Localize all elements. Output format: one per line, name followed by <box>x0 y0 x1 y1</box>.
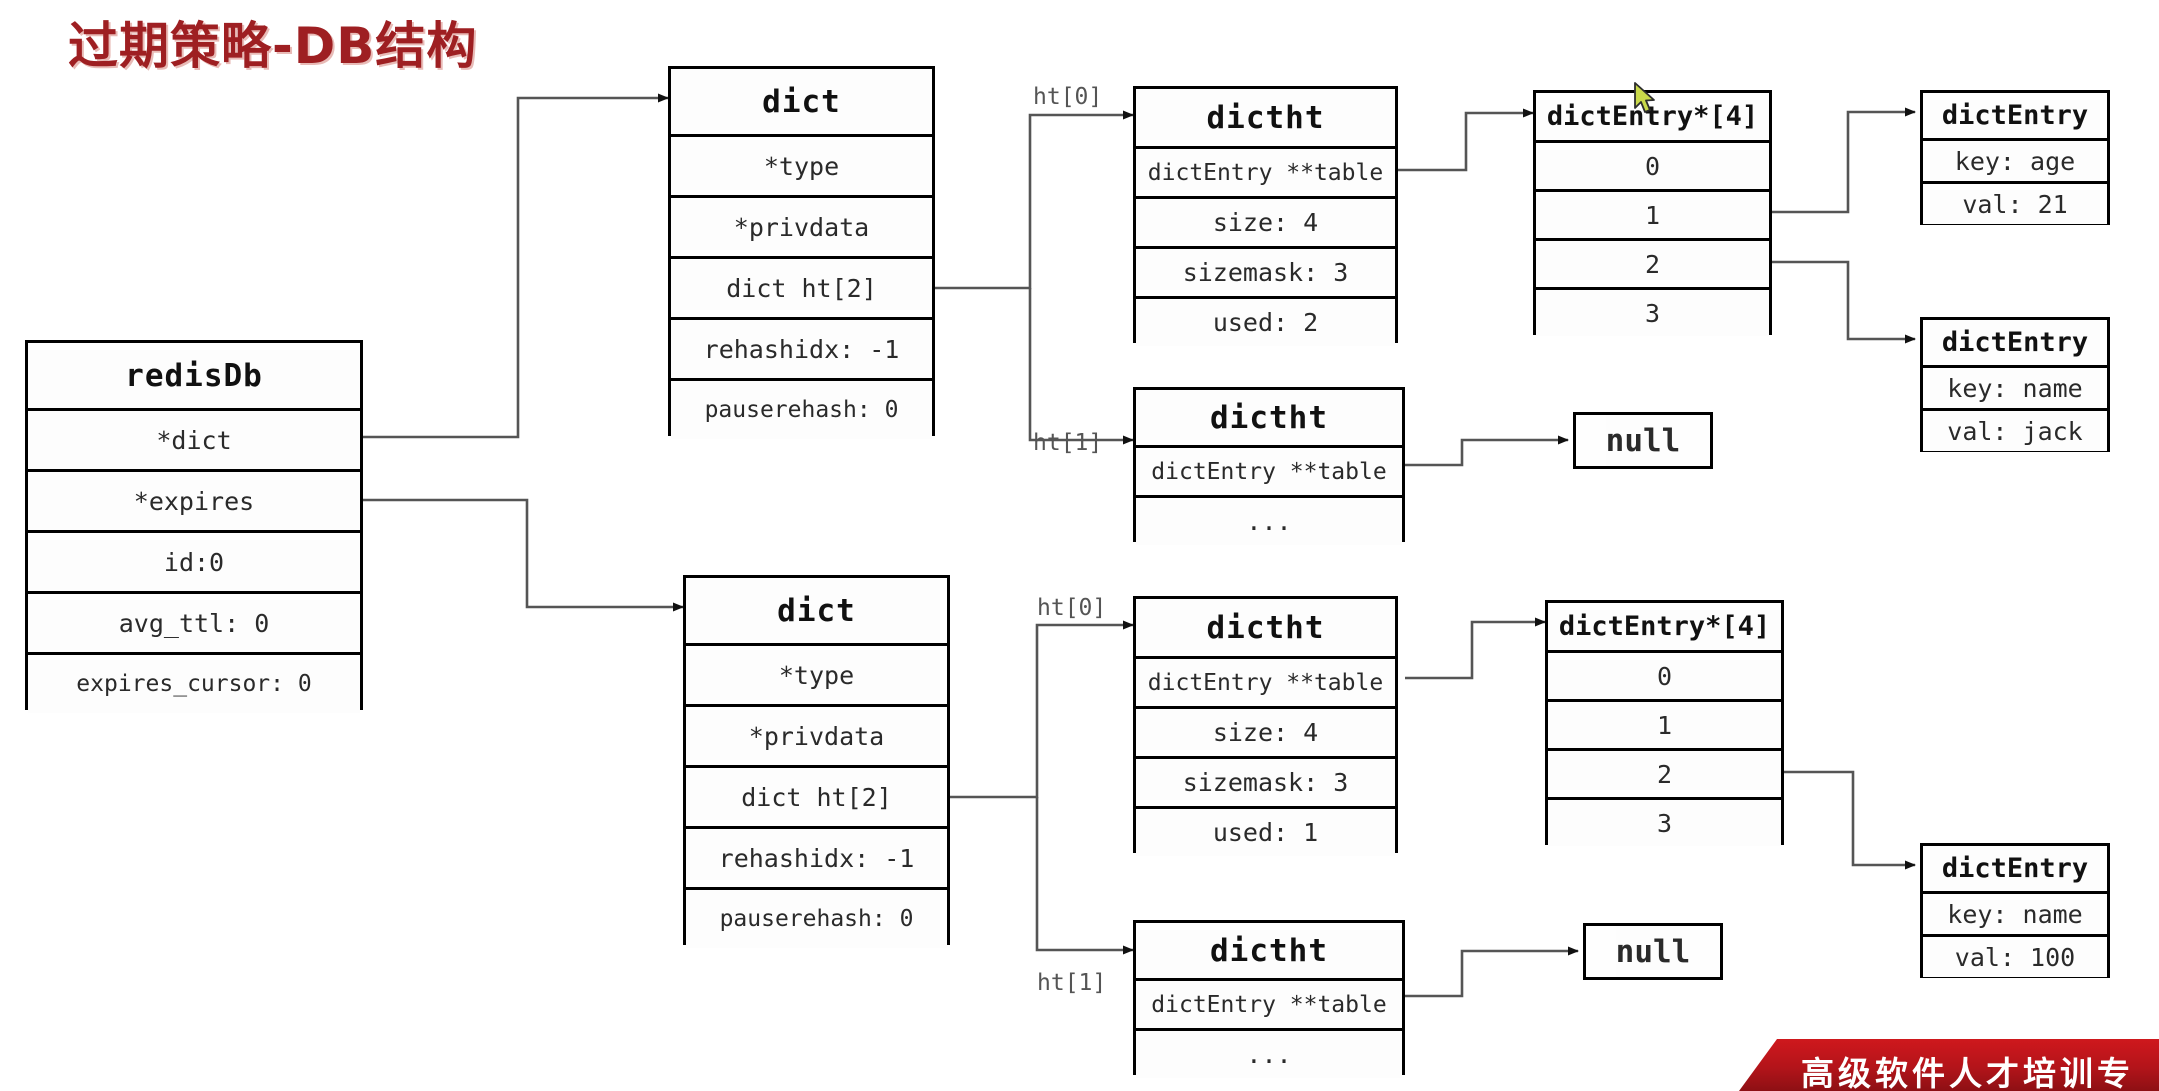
dict-top-field-ht: dict ht[2] <box>671 256 932 317</box>
dictentry-name-100-key: key: name <box>1923 891 2107 934</box>
dictht-top-ht1-table: dictEntry **table <box>1136 445 1402 495</box>
redisdb-field-expires: *expires <box>28 469 360 530</box>
dict-bottom-field-rehashidx: rehashidx: -1 <box>686 826 947 887</box>
dictentry-table-bottom-slot-0: 0 <box>1548 650 1781 699</box>
wire-slot2-to-entry-name <box>1772 260 1916 344</box>
dictentry-name-jack-val: val: jack <box>1923 408 2107 451</box>
wire-null-top <box>1404 435 1569 467</box>
dictht-bottom-ht0-header: dictht <box>1136 599 1395 656</box>
dict-top-header: dict <box>671 69 932 134</box>
wire-null-bottom <box>1404 946 1579 998</box>
dictentry-table-bottom-box: dictEntry*[4] 0 1 2 3 <box>1545 600 1784 846</box>
dictht-bottom-ht0-sizemask: sizemask: 3 <box>1136 756 1395 806</box>
training-ribbon-banner: 高级软件人才培训专 <box>1739 1031 2159 1091</box>
dict-top-field-privdata: *privdata <box>671 195 932 256</box>
dictentry-name-100-header: dictEntry <box>1923 846 2107 891</box>
dict-top-field-rehashidx: rehashidx: -1 <box>671 317 932 378</box>
dictentry-table-top-slot-3: 3 <box>1536 287 1769 336</box>
dictentry-age-key: key: age <box>1923 138 2107 181</box>
edge-label-ht1-bottom: ht[1] <box>1037 970 1107 996</box>
wire-ht1-bottom <box>1035 797 1134 955</box>
dictentry-table-top-box: dictEntry*[4] 0 1 2 3 <box>1533 90 1772 336</box>
null-top-label: null <box>1605 415 1681 466</box>
wire-table-top <box>1398 108 1534 172</box>
ribbon-text: 高级软件人才培训专 <box>1801 1054 2134 1091</box>
wire-table-bottom <box>1405 617 1546 680</box>
dictentry-name-jack-box: dictEntry key: name val: jack <box>1920 317 2110 452</box>
dictentry-table-bottom-slot-2: 2 <box>1548 748 1781 797</box>
dictentry-table-bottom-slot-1: 1 <box>1548 699 1781 748</box>
dict-top-field-pauserehash: pauserehash: 0 <box>671 378 932 439</box>
dict-bottom-field-ht: dict ht[2] <box>686 765 947 826</box>
dictht-top-ht1-box: dictht dictEntry **table ... <box>1133 387 1405 545</box>
dictentry-name-jack-key: key: name <box>1923 365 2107 408</box>
null-bottom-box: null <box>1583 923 1723 980</box>
wire-ht0-top <box>935 110 1134 290</box>
dictht-bottom-ht1-ellipsis: ... <box>1136 1028 1402 1078</box>
redisdb-field-id: id:0 <box>28 530 360 591</box>
dict-top-box: dict *type *privdata dict ht[2] rehashid… <box>668 66 935 439</box>
dictentry-name-100-val: val: 100 <box>1923 934 2107 977</box>
dict-bottom-box: dict *type *privdata dict ht[2] rehashid… <box>683 575 950 948</box>
null-bottom-label: null <box>1615 926 1691 977</box>
page-title: 过期策略-DB结构 <box>68 17 478 75</box>
dict-bottom-field-type: *type <box>686 643 947 704</box>
wire-slot1-to-entry-age <box>1772 107 1916 214</box>
dictentry-table-top-slot-1: 1 <box>1536 189 1769 238</box>
wire-slot2-to-entry-name100 <box>1782 770 1916 870</box>
redisdb-field-dict: *dict <box>28 408 360 469</box>
dict-bottom-field-privdata: *privdata <box>686 704 947 765</box>
dictht-bottom-ht0-box: dictht dictEntry **table size: 4 sizemas… <box>1133 596 1398 856</box>
dict-bottom-field-pauserehash: pauserehash: 0 <box>686 887 947 948</box>
mouse-cursor-icon <box>1634 82 1655 113</box>
redisdb-field-expires-cursor: expires_cursor: 0 <box>28 652 360 713</box>
edge-label-ht1-top: ht[1] <box>1033 430 1103 456</box>
dictht-top-ht0-header: dictht <box>1136 89 1395 146</box>
dictht-top-ht0-used: used: 2 <box>1136 296 1395 346</box>
dictht-top-ht0-table: dictEntry **table <box>1136 146 1395 196</box>
redisdb-header: redisDb <box>28 343 360 408</box>
wire-ht1-top <box>1028 288 1134 445</box>
dictht-bottom-ht0-used: used: 1 <box>1136 806 1395 856</box>
dictht-top-ht0-size: size: 4 <box>1136 196 1395 246</box>
edge-label-ht0-top: ht[0] <box>1033 84 1103 110</box>
dictentry-table-top-slot-2: 2 <box>1536 238 1769 287</box>
dictht-top-ht1-ellipsis: ... <box>1136 495 1402 545</box>
dictht-bottom-ht0-table: dictEntry **table <box>1136 656 1395 706</box>
null-top-box: null <box>1573 412 1713 469</box>
edge-label-ht0-bottom: ht[0] <box>1037 595 1107 621</box>
redisdb-field-avg-ttl: avg_ttl: 0 <box>28 591 360 652</box>
ribbon-shape <box>1739 1039 2159 1091</box>
dictentry-age-box: dictEntry key: age val: 21 <box>1920 90 2110 225</box>
dictht-top-ht0-box: dictht dictEntry **table size: 4 sizemas… <box>1133 86 1398 346</box>
dictentry-age-val: val: 21 <box>1923 181 2107 224</box>
dictht-bottom-ht1-table: dictEntry **table <box>1136 978 1402 1028</box>
dictht-top-ht1-header: dictht <box>1136 390 1402 445</box>
dictht-top-ht0-sizemask: sizemask: 3 <box>1136 246 1395 296</box>
dictentry-table-bottom-slot-3: 3 <box>1548 797 1781 846</box>
dict-bottom-header: dict <box>686 578 947 643</box>
dictht-bottom-ht1-box: dictht dictEntry **table ... <box>1133 920 1405 1078</box>
dictentry-table-bottom-header: dictEntry*[4] <box>1548 603 1781 650</box>
dictentry-age-header: dictEntry <box>1923 93 2107 138</box>
dict-top-field-type: *type <box>671 134 932 195</box>
dictentry-name-jack-header: dictEntry <box>1923 320 2107 365</box>
dictentry-table-top-header: dictEntry*[4] <box>1536 93 1769 140</box>
dictentry-name-100-box: dictEntry key: name val: 100 <box>1920 843 2110 978</box>
wire-ht0-bottom <box>950 620 1134 799</box>
dictht-bottom-ht0-size: size: 4 <box>1136 706 1395 756</box>
dictht-bottom-ht1-header: dictht <box>1136 923 1402 978</box>
dictentry-table-top-slot-0: 0 <box>1536 140 1769 189</box>
redisdb-box: redisDb *dict *expires id:0 avg_ttl: 0 e… <box>25 340 363 713</box>
